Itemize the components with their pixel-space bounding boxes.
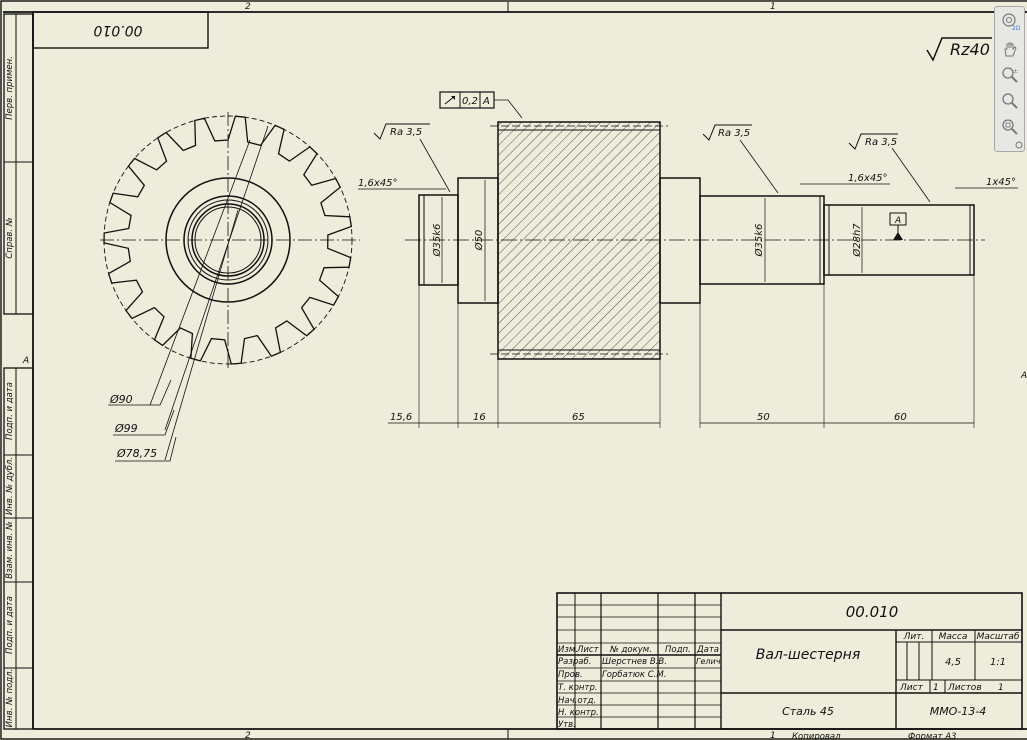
tb-lit-label: Лит. xyxy=(903,632,925,642)
roughness-1: Ra 3,5 xyxy=(390,127,422,138)
tb-col-list: Лист xyxy=(576,645,600,655)
side-label-inv-orig: Инв. № подл. xyxy=(5,669,15,728)
zone-label-side-right: A xyxy=(1020,371,1027,381)
zone-label-side-left: A xyxy=(22,356,29,366)
side-label-first-use: Перв. примен. xyxy=(5,56,15,120)
tb-material: Сталь 45 xyxy=(782,705,834,718)
dim-dia-28h7: Ø28h7 xyxy=(851,223,863,258)
tolerance-value: 0,2 xyxy=(462,96,478,107)
tb-col-izm: Изм. xyxy=(558,645,578,655)
dim-len-50: 50 xyxy=(757,412,770,423)
tb-row-nachotd: Нач.отд. xyxy=(558,696,596,706)
tb-col-doc: № докум. xyxy=(609,645,652,655)
tb-scale-label: Масштаб xyxy=(977,632,1020,642)
tb-sheet-label: Лист xyxy=(899,683,924,693)
side-label-sign-date-2: Подп. и дата xyxy=(5,596,15,654)
dim-len-60: 60 xyxy=(894,412,907,423)
tb-copied: Копировал xyxy=(792,732,841,740)
dim-dia-35k6-left: Ø35k6 xyxy=(431,224,443,258)
frame xyxy=(3,2,1027,739)
pan-hand-icon[interactable] xyxy=(1000,39,1020,59)
tb-designation: 00.010 xyxy=(846,603,899,621)
gear-dia-78-75: Ø78,75 xyxy=(116,447,157,460)
tb-row-tkontr: Т. контр. xyxy=(558,683,598,693)
zoom-icon[interactable]: ± xyxy=(1000,65,1020,85)
chamfer-1: 1,6x45° xyxy=(358,178,398,189)
gear-teeth xyxy=(103,115,353,365)
tb-sheet-value: 1 xyxy=(933,683,939,693)
title-block: 00.010 Вал-шестерня Сталь 45 ММО-13-4 Ли… xyxy=(556,592,1023,740)
tb-format: Формат А3 xyxy=(908,732,956,740)
tb-razrab-extra: Гелич xyxy=(696,657,721,666)
gear-dia-99: Ø99 xyxy=(114,422,138,435)
dim-len-65: 65 xyxy=(572,412,585,423)
tb-name: Вал-шестерня xyxy=(756,647,861,663)
side-label-ref-no: Справ. № xyxy=(5,217,15,259)
general-roughness: Rz40 xyxy=(926,37,992,62)
chamfer-2: 1,6x45° xyxy=(848,173,888,184)
tb-row-nkontr: Н. контр. xyxy=(558,708,599,718)
zone-label-bottom-right: 1 xyxy=(770,731,776,740)
zone-label-top-right: 1 xyxy=(770,2,776,12)
tb-sheets-label: Листов xyxy=(947,683,982,693)
code-box: 00.010 xyxy=(32,11,209,49)
tb-row-utv: Утв. xyxy=(558,720,576,730)
zoom-window-icon[interactable] xyxy=(1000,91,1020,111)
nav-2d-badge: 2D xyxy=(1012,25,1020,31)
svg-text:±: ± xyxy=(1013,68,1018,75)
datum-a-label: A xyxy=(894,216,901,226)
roughness-2: Ra 3,5 xyxy=(718,128,750,139)
tb-row-prov: Пров. xyxy=(558,670,583,680)
tb-row-razrab: Разраб. xyxy=(558,657,591,667)
chamfer-3: 1x45° xyxy=(986,177,1016,188)
tb-razrab-name: Шерстнев В.В. xyxy=(602,657,667,667)
tb-mass-value: 4,5 xyxy=(945,657,961,668)
tb-scale-value: 1:1 xyxy=(990,657,1006,668)
nav-options-icon[interactable] xyxy=(1015,141,1023,149)
side-label-sign-date-1: Подп. и дата xyxy=(5,382,15,440)
shaft-view: Ø35k6 Ø50 Ø35k6 Ø28h7 A 0,2 A Ra 3,5 Ra … xyxy=(358,91,1018,428)
side-label-inv-dup: Инв. № дубл. xyxy=(5,457,15,515)
tb-sheets-value: 1 xyxy=(998,683,1004,693)
roughness-3: Ra 3,5 xyxy=(865,137,897,148)
tb-col-date: Дата xyxy=(696,645,719,655)
tb-mass-label: Масса xyxy=(939,632,968,642)
dim-dia-35k6-right: Ø35k6 xyxy=(753,224,765,258)
gear-view: Ø90 Ø99 Ø78,75 xyxy=(100,112,360,462)
tb-col-sign: Подп. xyxy=(665,645,691,655)
code-box-text: 00.010 xyxy=(93,22,142,38)
side-label-replace-inv: Взам. инв. № xyxy=(5,521,15,579)
side-strip: Перв. примен. Справ. № Подп. и дата Инв.… xyxy=(3,13,34,730)
dim-dia-50: Ø50 xyxy=(473,230,485,252)
tb-prov-name: Горбатюк С.М. xyxy=(602,670,666,680)
navigation-bar: 2D ± xyxy=(994,6,1025,152)
full-navigation-wheel-icon[interactable]: 2D xyxy=(1000,11,1020,31)
tb-org: ММО-13-4 xyxy=(930,705,987,718)
dim-len-15-6: 15,6 xyxy=(390,412,412,423)
dim-len-16: 16 xyxy=(473,412,486,423)
gear-dia-90: Ø90 xyxy=(109,393,133,406)
zoom-extents-icon[interactable] xyxy=(1000,117,1020,137)
tolerance-datum: A xyxy=(482,96,490,107)
general-roughness-text: Rz40 xyxy=(950,40,990,59)
zone-label-top-left: 2 xyxy=(245,2,251,12)
zone-label-bottom-left: 2 xyxy=(245,731,251,740)
